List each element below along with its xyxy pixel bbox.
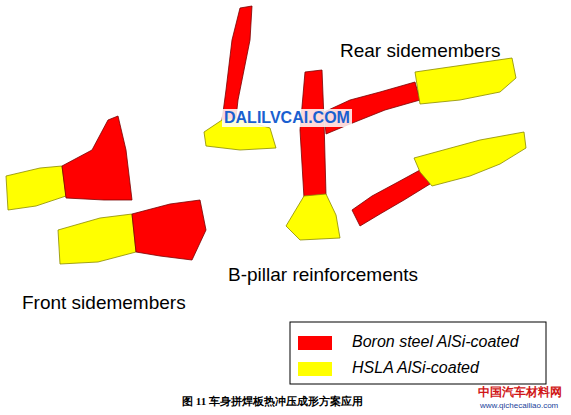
legend-swatch: [298, 336, 332, 350]
front-sidemember-lower-boron: [132, 200, 206, 260]
watermark: 中国汽车材料网: [478, 384, 562, 401]
rear-sidemember-upper-hsla: [415, 58, 516, 104]
legend-frame: [290, 322, 546, 384]
b-pillar-center-boron: [300, 70, 326, 198]
front-sidemember-upper-boron: [62, 116, 132, 200]
legend-text: HSLA AlSi-coated: [352, 359, 479, 377]
b-pillar-center-hsla: [286, 194, 340, 240]
front-sidemember-lower-hsla: [58, 214, 136, 264]
rear-sidemember-lower-boron: [352, 170, 430, 226]
watermark: DALILVCAI.COM: [222, 109, 352, 127]
legend-swatch: [298, 362, 332, 376]
b-pillar-upper-boron: [222, 6, 252, 120]
parts: [6, 6, 526, 264]
part-group-label: B-pillar reinforcements: [228, 264, 418, 286]
watermark: www.qichecailiao.com: [480, 401, 558, 410]
figure-caption: 图 11 车身拼焊板热冲压成形方案应用: [182, 394, 363, 409]
legend-text: Boron steel AlSi-coated: [352, 333, 519, 351]
front-sidemember-upper-hsla: [6, 166, 66, 210]
rear-sidemember-lower-hsla: [414, 132, 526, 186]
part-group-label: Front sidemembers: [22, 292, 186, 314]
part-group-label: Rear sidemembers: [340, 40, 501, 62]
